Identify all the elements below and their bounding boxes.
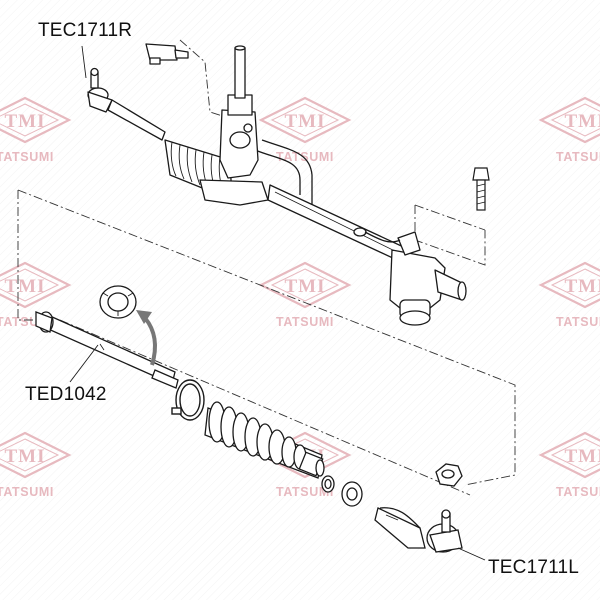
watermark-tatsumi-text: TATSUMI: [276, 315, 334, 329]
watermark-logo: TMI TATSUMI: [259, 261, 351, 329]
watermark-tmi-text: TMI: [5, 276, 46, 297]
watermark-tmi-text: TMI: [565, 446, 600, 467]
watermark-tmi-text: TMI: [565, 111, 600, 132]
watermark-tmi-text: TMI: [5, 111, 46, 132]
inner-tie-rod: [35, 311, 179, 389]
label-tec1711l: TEC1711L: [488, 557, 580, 578]
watermark-tatsumi-text: TATSUMI: [556, 315, 600, 329]
small-parts: [321, 463, 463, 507]
lock-plate: [99, 285, 137, 319]
watermark-tatsumi-text: TATSUMI: [276, 150, 334, 164]
watermark-logo: TMI TATSUMI: [539, 261, 600, 329]
watermark-tatsumi-text: TATSUMI: [556, 150, 600, 164]
mounting-bolt: [472, 167, 490, 211]
watermark-tatsumi-text: TATSUMI: [0, 485, 54, 499]
install-arrow: [136, 310, 158, 366]
assembly-reference-lines: [17, 39, 516, 496]
watermark-tatsumi-text: TATSUMI: [276, 485, 334, 499]
boot-clamp: [171, 379, 205, 421]
watermark-tmi-text: TMI: [285, 276, 326, 297]
outer-tie-rod-end: [374, 507, 463, 553]
watermark-logo: TMI TATSUMI: [0, 96, 71, 164]
watermark-tmi-text: TMI: [285, 111, 326, 132]
watermark-tatsumi-text: TATSUMI: [556, 485, 600, 499]
steering-rack-assembly: [87, 43, 467, 326]
rack-boot: [204, 401, 325, 479]
watermark-tmi-text: TMI: [565, 276, 600, 297]
watermark-logo: TMI TATSUMI: [0, 431, 71, 499]
watermark-logo: TMI TATSUMI: [539, 96, 600, 164]
watermark-logo: TMI TATSUMI: [259, 96, 351, 164]
watermark-logo: TMI TATSUMI: [539, 431, 600, 499]
label-ted1042: TED1042: [25, 384, 107, 405]
label-tec1711r: TEC1711R: [38, 20, 133, 41]
watermark-tmi-text: TMI: [5, 446, 46, 467]
watermark-layer: TMI TATSUMI TMI TATSUMI TMI TATSUMI TMI TATSUMI…: [0, 96, 600, 499]
watermark-tatsumi-text: TATSUMI: [0, 150, 54, 164]
leader-lines: [69, 45, 486, 561]
